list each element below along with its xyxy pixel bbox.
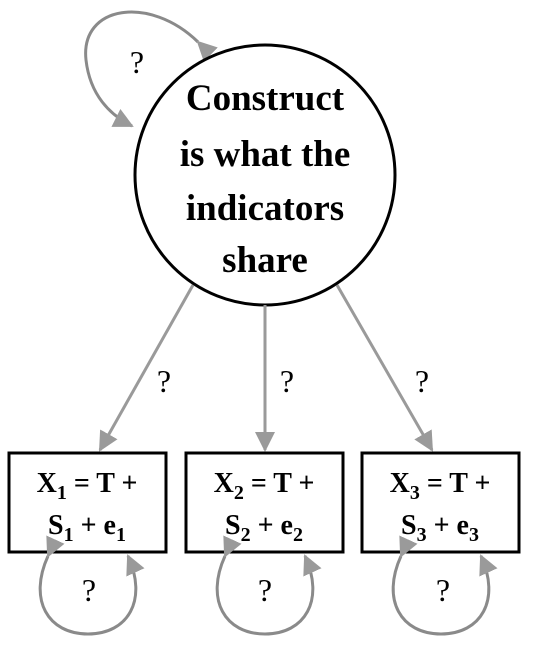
indicator-1-line-2: S1 + e1 — [48, 510, 126, 546]
indicator-3-line-1: X3 = T + — [390, 468, 491, 504]
indicator-2-line-1: X2 = T + — [214, 468, 315, 504]
indicator-box-1: X1 = T + S1 + e1 — [7, 451, 168, 554]
indicator-1-variance-loop — [38, 535, 145, 636]
construct-variance-loop — [84, 10, 218, 128]
indicator-3-line-2: S3 + e3 — [401, 510, 479, 546]
construct-label-line-2: is what the — [180, 134, 351, 175]
loading-arrow-1 — [98, 284, 195, 452]
loading-arrow-3 — [335, 284, 434, 452]
construct-label-line-4: share — [222, 240, 308, 281]
indicator-2-loop-label: ? — [258, 572, 272, 608]
indicator-box-2: X2 = T + S2 + e2 — [184, 451, 345, 554]
indicator-1-line-1: X1 = T + — [37, 468, 138, 504]
loading-label-1: ? — [157, 363, 171, 399]
indicator-2-line-2: S2 + e2 — [225, 510, 303, 546]
indicator-box-3: X3 = T + S3 + e3 — [360, 451, 521, 554]
loading-label-2: ? — [280, 363, 294, 399]
construct-loop-label: ? — [130, 44, 144, 80]
construct-label-line-1: Construct — [186, 78, 345, 119]
indicator-3-loop-label: ? — [436, 572, 450, 608]
loading-label-3: ? — [415, 363, 429, 399]
construct-label-line-3: indicators — [186, 188, 344, 229]
indicator-2-variance-loop — [215, 535, 322, 636]
indicator-1-loop-label: ? — [82, 572, 96, 608]
indicator-3-variance-loop — [391, 535, 498, 636]
